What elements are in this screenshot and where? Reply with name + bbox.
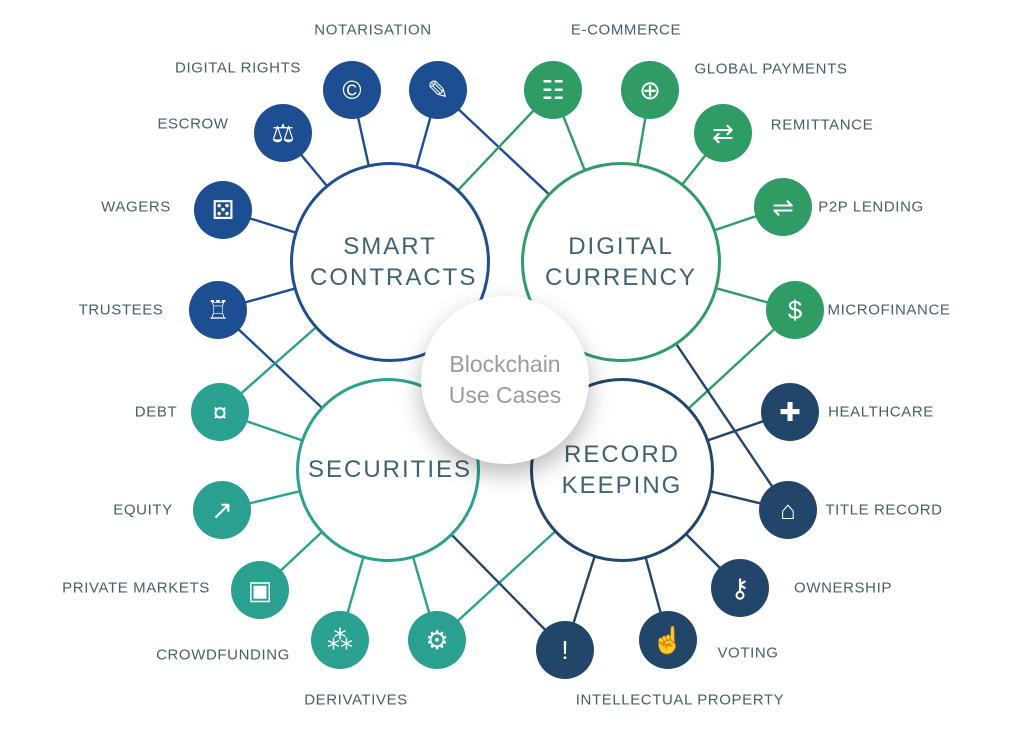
lightbulb-icon: ! xyxy=(536,621,594,679)
money-ledger-icon: © xyxy=(323,61,381,119)
icon-glyph: ⁂ xyxy=(327,625,353,655)
icon-glyph: ✚ xyxy=(779,397,801,427)
icon-glyph: ✎ xyxy=(427,75,449,105)
label-debt: DEBT xyxy=(134,403,178,421)
center-circle: Blockchain Use Cases xyxy=(421,296,589,464)
medical-folder-icon: ✚ xyxy=(761,383,819,441)
icon-glyph: $ xyxy=(787,295,803,325)
icon-glyph: ⚙ xyxy=(425,625,449,655)
label-remittance: REMITTANCE xyxy=(770,116,874,134)
label-healthcare: HEALTHCARE xyxy=(828,403,934,421)
label-escrow: ESCROW xyxy=(157,115,229,133)
icon-glyph: ↗ xyxy=(211,495,233,525)
icon-glyph: © xyxy=(342,75,362,105)
house-icon: ⌂ xyxy=(759,481,817,539)
icon-glyph: ⇄ xyxy=(712,118,734,148)
center-label: Blockchain Use Cases xyxy=(448,350,562,408)
label-ownership: OWNERSHIP xyxy=(794,579,892,597)
icon-glyph: ♖ xyxy=(206,295,230,325)
label-equity: EQUITY xyxy=(113,501,173,519)
icon-glyph: ☷ xyxy=(541,75,565,105)
shopping-cart-icon: ☷ xyxy=(524,61,582,119)
label-notarisation: NOTARISATION xyxy=(314,21,432,39)
label-derivatives: DERIVATIVES xyxy=(304,691,408,709)
notarised-document-icon: ✎ xyxy=(409,61,467,119)
icon-glyph: ☝ xyxy=(651,625,685,655)
label-e-commerce: E-COMMERCE xyxy=(570,21,682,39)
icon-glyph: ⌂ xyxy=(780,495,796,525)
label-intellectual-property: INTELLECTUAL PROPERTY xyxy=(575,691,785,709)
category-title-smart-contracts: SMART CONTRACTS xyxy=(310,232,478,291)
label-private-markets: PRIVATE MARKETS xyxy=(62,579,210,597)
globe-transfer-icon: ⇄ xyxy=(694,104,752,162)
bank-building-icon: ♖ xyxy=(189,281,247,339)
raised-hands-icon: ☝ xyxy=(639,611,697,669)
key-icon: ⚷ xyxy=(711,559,769,617)
label-voting: VOTING xyxy=(717,644,779,662)
hand-money-icon: ¤ xyxy=(191,383,249,441)
people-network-icon: ⁂ xyxy=(311,611,369,669)
arbiter-person-icon: ⚖ xyxy=(254,104,312,162)
lock-icon: ▣ xyxy=(231,561,289,619)
category-title-digital-currency: DIGITAL CURRENCY xyxy=(544,232,697,291)
label-crowdfunding: CROWDFUNDING xyxy=(156,646,290,664)
label-digital-rights: DIGITAL RIGHTS xyxy=(175,59,301,77)
handshake-icon: ⇌ xyxy=(754,178,812,236)
icon-glyph: ⊕ xyxy=(639,75,661,105)
icon-glyph: ⚷ xyxy=(730,573,750,603)
label-p2p-lending: P2P LENDING xyxy=(818,198,924,216)
gears-icon: ⚙ xyxy=(408,611,466,669)
icon-glyph: ⚄ xyxy=(211,195,235,225)
globe-icon: ⊕ xyxy=(621,61,679,119)
label-wagers: WAGERS xyxy=(101,198,171,216)
icon-glyph: ⇌ xyxy=(772,192,794,222)
growth-chart-icon: ↗ xyxy=(193,481,251,539)
icon-glyph: ⚖ xyxy=(271,118,295,148)
category-title-securities: SECURITIES xyxy=(308,456,473,484)
icon-glyph: ▣ xyxy=(247,575,273,605)
label-trustees: TRUSTEES xyxy=(78,301,164,319)
label-global-payments: GLOBAL PAYMENTS xyxy=(694,60,848,78)
icon-glyph: ! xyxy=(561,635,569,665)
category-title-record-keeping: RECORD KEEPING xyxy=(561,440,683,499)
coin-stack-icon: $ xyxy=(766,281,824,339)
label-microfinance: MICROFINANCE xyxy=(827,301,951,319)
betting-board-icon: ⚄ xyxy=(194,181,252,239)
label-title-record: TITLE RECORD xyxy=(825,501,943,519)
icon-glyph: ¤ xyxy=(212,397,228,427)
